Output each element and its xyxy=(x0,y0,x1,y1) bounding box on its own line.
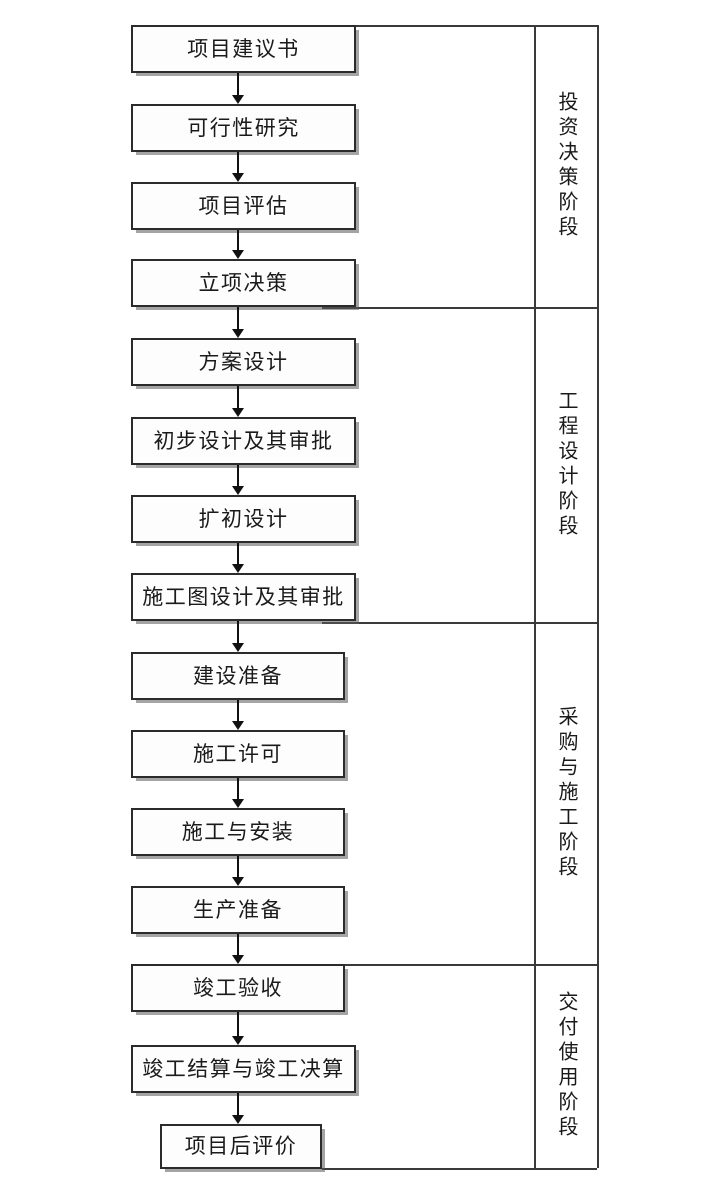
process-node-label: 项目建议书 xyxy=(187,36,300,61)
process-node-label: 施工与安装 xyxy=(181,819,295,844)
process-node-label: 竣工结算与竣工决算 xyxy=(142,1056,345,1081)
process-node-label: 立项决策 xyxy=(198,270,289,295)
arrow-shaft xyxy=(237,621,239,643)
frame-top-border xyxy=(322,25,597,27)
arrow-head xyxy=(232,564,244,573)
arrow-shaft xyxy=(237,1012,239,1036)
phase-cell-p1: 投资决策阶段 xyxy=(534,25,597,307)
arrow-down-icon-8 xyxy=(232,621,244,652)
frame-right-border xyxy=(597,25,599,1168)
process-node-label: 初步设计及其审批 xyxy=(153,428,334,453)
arrow-head xyxy=(232,1115,244,1124)
arrow-head xyxy=(232,95,244,104)
process-node-label: 可行性研究 xyxy=(187,115,300,140)
frame-bottom-border xyxy=(322,1168,597,1170)
arrow-down-icon-5 xyxy=(232,386,244,417)
arrow-head xyxy=(232,721,244,730)
process-node-n14[interactable]: 竣工结算与竣工决算 xyxy=(131,1045,356,1093)
arrow-head xyxy=(232,877,244,886)
process-node-n3[interactable]: 项目评估 xyxy=(131,182,356,230)
process-node-n13[interactable]: 竣工验收 xyxy=(131,964,345,1012)
process-node-n12[interactable]: 生产准备 xyxy=(131,886,345,934)
arrow-head xyxy=(232,329,244,338)
process-node-n2[interactable]: 可行性研究 xyxy=(131,104,356,152)
arrow-down-icon-4 xyxy=(232,307,244,338)
frame-phase-divider-2 xyxy=(322,622,597,624)
arrow-head xyxy=(232,799,244,808)
arrow-down-icon-11 xyxy=(232,856,244,886)
process-node-label: 生产准备 xyxy=(193,897,283,922)
arrow-down-icon-6 xyxy=(232,465,244,495)
arrow-down-icon-10 xyxy=(232,778,244,808)
process-node-label: 竣工验收 xyxy=(193,975,283,1000)
frame-column-divider xyxy=(534,25,536,1168)
process-node-label: 施工许可 xyxy=(193,741,283,766)
frame-phase-divider-3 xyxy=(322,964,597,966)
arrow-shaft xyxy=(237,307,239,329)
process-node-label: 扩初设计 xyxy=(198,506,289,531)
phase-cell-p4: 交付使用阶段 xyxy=(534,964,597,1168)
arrow-shaft xyxy=(237,386,239,408)
arrow-head xyxy=(232,173,244,182)
process-node-n10[interactable]: 施工许可 xyxy=(131,730,345,778)
process-node-label: 项目评估 xyxy=(198,193,289,218)
arrow-head xyxy=(232,250,244,259)
arrow-down-icon-7 xyxy=(232,543,244,573)
arrow-down-icon-1 xyxy=(232,73,244,104)
process-node-label: 施工图设计及其审批 xyxy=(142,584,345,609)
arrow-shaft xyxy=(237,1093,239,1115)
process-node-n9[interactable]: 建设准备 xyxy=(131,652,345,700)
arrow-head xyxy=(232,643,244,652)
arrow-shaft xyxy=(237,934,239,955)
arrow-down-icon-2 xyxy=(232,152,244,182)
phase-label: 投资决策阶段 xyxy=(555,91,577,241)
process-node-label: 项目后评价 xyxy=(184,1134,298,1158)
arrow-down-icon-14 xyxy=(232,1093,244,1124)
arrow-down-icon-9 xyxy=(232,700,244,730)
phase-label: 采购与施工阶段 xyxy=(555,705,577,881)
arrow-shaft xyxy=(237,152,239,173)
arrow-head xyxy=(232,486,244,495)
phase-cell-p2: 工程设计阶段 xyxy=(534,307,597,622)
frame-phase-divider-1 xyxy=(322,307,597,309)
process-node-n5[interactable]: 方案设计 xyxy=(131,338,356,386)
process-node-n7[interactable]: 扩初设计 xyxy=(131,495,356,543)
arrow-head xyxy=(232,1036,244,1045)
phase-label: 工程设计阶段 xyxy=(555,389,577,540)
phase-cell-p3: 采购与施工阶段 xyxy=(534,622,597,964)
arrow-down-icon-12 xyxy=(232,934,244,964)
process-node-n4[interactable]: 立项决策 xyxy=(131,259,356,307)
process-node-n11[interactable]: 施工与安装 xyxy=(131,808,345,856)
process-node-n8[interactable]: 施工图设计及其审批 xyxy=(131,573,356,621)
arrow-down-icon-3 xyxy=(232,230,244,259)
arrow-shaft xyxy=(237,73,239,95)
process-node-n6[interactable]: 初步设计及其审批 xyxy=(131,417,356,465)
arrow-shaft xyxy=(237,778,239,799)
process-node-n15[interactable]: 项目后评价 xyxy=(160,1124,322,1169)
process-node-label: 建设准备 xyxy=(193,663,283,688)
arrow-head xyxy=(232,408,244,417)
process-node-label: 方案设计 xyxy=(198,349,289,374)
arrow-head xyxy=(232,955,244,964)
arrow-shaft xyxy=(237,543,239,564)
arrow-down-icon-13 xyxy=(232,1012,244,1045)
phase-label: 交付使用阶段 xyxy=(555,991,577,1141)
arrow-shaft xyxy=(237,856,239,877)
arrow-shaft xyxy=(237,465,239,486)
arrow-shaft xyxy=(237,700,239,721)
process-node-n1[interactable]: 项目建议书 xyxy=(131,25,356,73)
arrow-shaft xyxy=(237,230,239,250)
